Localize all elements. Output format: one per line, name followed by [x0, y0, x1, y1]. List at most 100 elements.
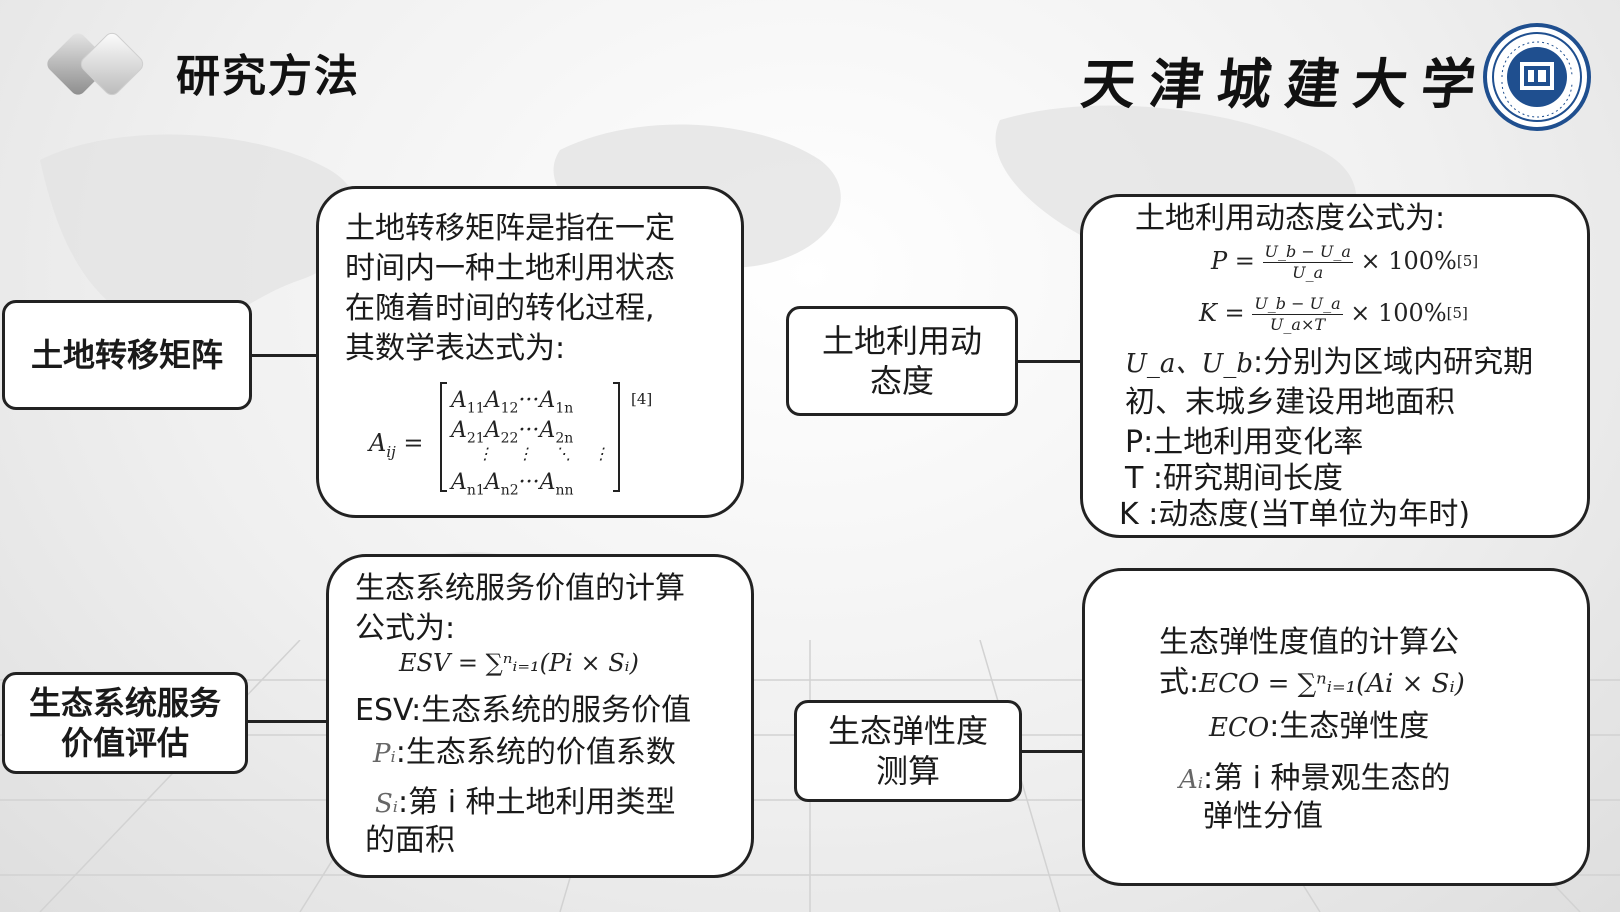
definition-si-cont: 的面积 — [365, 823, 455, 858]
matrix-sub: 21 — [466, 430, 485, 447]
matrix-cell: A — [484, 418, 501, 443]
university-name: 天津城建大学 — [1078, 52, 1493, 116]
matrix-dots: ··· — [518, 470, 540, 495]
box-land-transfer-matrix: 土地转移矩阵是指在一定 时间内一种土地利用状态 在随着时间的转化过程, 其数学表… — [316, 186, 744, 518]
definition-t: T :研究期间长度 — [1125, 461, 1343, 496]
matrix-sub: 11 — [466, 400, 485, 417]
matrix-row-3: An1An2···Ann — [451, 463, 574, 510]
definition-text: :第 i 种景观生态的 — [1203, 761, 1451, 796]
fraction-numerator: U_b − U_a — [1262, 242, 1353, 263]
text-line: 时间内一种土地利用状态 — [345, 251, 675, 286]
matrix-cell: A — [539, 418, 556, 443]
matrix-sub: 12 — [500, 400, 519, 417]
matrix-cell: A — [484, 470, 501, 495]
label-land-transfer-matrix: 土地转移矩阵 — [2, 300, 252, 410]
definition-si: Sᵢ:第 i 种土地利用类型 — [375, 783, 676, 824]
definition-pi: Pᵢ:生态系统的价值系数 — [373, 733, 676, 774]
matrix-row-1: A11A12···A1n — [451, 381, 573, 428]
formula-lhs-sub: ij — [386, 442, 396, 461]
label-text: 土地转移矩阵 — [30, 336, 223, 374]
definition-symbol: Sᵢ — [375, 789, 399, 819]
formula-reference: [4] — [631, 390, 653, 408]
text-line: 土地转移矩阵是指在一定 — [345, 211, 675, 246]
box-ecosystem-service-value: 生态系统服务价值的计算 公式为: ESV = ∑ⁿᵢ₌₁(Pi × Sᵢ) ES… — [326, 554, 754, 878]
label-text-line: 价值评估 — [60, 724, 189, 762]
formula-esv: ESV = ∑ⁿᵢ₌₁(Pi × Sᵢ) — [399, 649, 639, 677]
definition-text: :生态弹性度 — [1269, 709, 1430, 744]
definition-text: :分别为区域内研究期 — [1252, 345, 1534, 380]
connector-line — [248, 720, 328, 723]
matrix-sub: n1 — [466, 482, 485, 499]
intro-text: 式: — [1159, 665, 1200, 700]
fraction-numerator: U_b − U_a — [1252, 294, 1343, 315]
matrix-row-2: A21A22···A2n — [451, 411, 573, 458]
formula-tail: × 100% — [1360, 247, 1457, 275]
intro-line: 生态系统服务价值的计算 — [355, 571, 685, 606]
formula-tail: × 100% — [1350, 299, 1447, 327]
formula-lhs: K = — [1199, 299, 1245, 327]
intro-text: 土地利用动态度公式为: — [1135, 201, 1446, 236]
fraction-denominator: U_a — [1292, 263, 1324, 282]
connector-line — [1018, 360, 1082, 363]
definition-symbol: U_a、U_b — [1125, 349, 1253, 379]
matrix-sub: 22 — [500, 430, 519, 447]
label-text-line: 测算 — [875, 752, 940, 790]
formula-reference: [5] — [1456, 252, 1479, 270]
definition-u-cont: 初、末城乡建设用地面积 — [1125, 385, 1455, 420]
matrix-sub: 2n — [555, 430, 574, 447]
definition-symbol: ECO — [1209, 713, 1270, 743]
intro-line: 式:ECO = ∑ⁿᵢ₌₁(Ai × Sᵢ) — [1159, 663, 1465, 704]
matrix-brackets: ⋮ ⋮ ⋱ ⋮ — [440, 382, 620, 492]
definition-ai-cont: 弹性分值 — [1203, 799, 1323, 834]
definition-eco: ECO:生态弹性度 — [1209, 707, 1429, 748]
formula-reference: [5] — [1446, 304, 1468, 322]
formula-lhs: A — [369, 429, 387, 457]
definition-ai: Aᵢ:第 i 种景观生态的 — [1179, 759, 1451, 800]
label-text-line: 土地利用动 — [821, 322, 982, 360]
matrix-cell: A — [451, 470, 467, 495]
formula-lhs: P = — [1211, 247, 1255, 275]
matrix-dots: ··· — [518, 418, 540, 443]
university-logo-icon — [1483, 23, 1591, 131]
label-ecosystem-service-value: 生态系统服务 价值评估 — [2, 672, 248, 774]
definition-text: :生态系统的价值系数 — [395, 735, 676, 770]
svg-text:⋮: ⋮ — [477, 444, 493, 463]
label-land-use-dynamic: 土地利用动 态度 — [786, 306, 1018, 416]
definition-text: :第 i 种土地利用类型 — [398, 785, 676, 820]
svg-text:⋮: ⋮ — [593, 444, 609, 463]
definition-esv: ESV:生态系统的服务价值 — [355, 693, 692, 728]
matrix-sub: nn — [555, 482, 574, 499]
intro-line: 生态弹性度值的计算公 — [1159, 625, 1459, 660]
label-ecological-elasticity: 生态弹性度 测算 — [794, 700, 1022, 802]
matrix-dots: ··· — [518, 388, 540, 413]
connector-line — [1022, 750, 1084, 753]
label-text-line: 态度 — [869, 362, 934, 400]
matrix-cell: A — [484, 388, 501, 413]
box-ecological-elasticity: 生态弹性度值的计算公 式:ECO = ∑ⁿᵢ₌₁(Ai × Sᵢ) ECO:生态… — [1082, 568, 1590, 886]
matrix-sub: n2 — [500, 482, 519, 499]
intro-line: 公式为: — [355, 611, 456, 646]
page-title: 研究方法 — [176, 51, 360, 102]
matrix-cell: A — [539, 470, 556, 495]
definition-symbol: Aᵢ — [1179, 765, 1204, 795]
definition-symbol: Pᵢ — [373, 739, 396, 769]
label-text-line: 生态弹性度 — [827, 712, 988, 750]
matrix-sub: 1n — [555, 400, 574, 417]
text-line: 在随着时间的转化过程, — [345, 291, 655, 326]
label-text-line: 生态系统服务 — [28, 684, 221, 722]
matrix-cell: A — [539, 388, 556, 413]
svg-text:⋱: ⋱ — [555, 444, 571, 463]
matrix-cell: A — [451, 418, 467, 443]
matrix-cell: A — [451, 388, 467, 413]
definition-u: U_a、U_b:分别为区域内研究期 — [1125, 343, 1533, 384]
connector-line — [252, 354, 318, 357]
text-line: 其数学表达式为: — [345, 331, 566, 366]
fraction-denominator: U_a×T — [1269, 315, 1326, 334]
matrix-formula: Aij = ⋮ ⋮ ⋱ ⋮ A11A12···A1n A21A22···A2n … — [369, 379, 659, 499]
svg-text:⋮: ⋮ — [517, 444, 533, 463]
